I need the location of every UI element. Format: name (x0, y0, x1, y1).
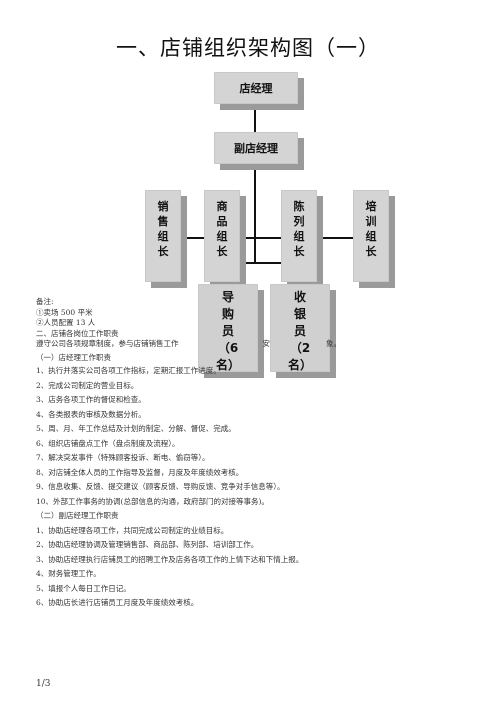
staff-char: 员 (221, 324, 234, 338)
duty-item: 2、完成公司制定的营业目标。 (36, 380, 139, 390)
subsection-title: （二）副店经理工作职责 (36, 511, 119, 520)
intro-part: 象。 (326, 339, 341, 348)
connector-deputy-bus (254, 162, 256, 237)
duty-item: 5、填报个人每日工作日记。 (36, 583, 131, 593)
intro-line: 遵守公司各项规章制度，参与店铺销售工作 安 象。 (36, 339, 341, 350)
notes-body: 备注: ①卖场 500 平米 ②人员配置 13 人 二、店铺各岗位工作职责 遵守… (36, 297, 341, 609)
leader-char: 长 (216, 245, 228, 258)
staff-box-cashier: 收 银 员 （2 名） (270, 284, 330, 372)
leader-char: 售 (157, 215, 169, 228)
page-title: 一、店铺组织架构图（一） (116, 36, 380, 60)
leader-char: 销 (157, 200, 169, 213)
remark-item: ①卖场 500 平米 (36, 307, 93, 317)
leader-char: 组 (365, 230, 377, 243)
leader-box-display: 陈 列 组 长 (281, 190, 317, 282)
staff-char: 员 (293, 324, 306, 338)
manager-label: 店经理 (239, 82, 273, 95)
leader-box-sales: 销 售 组 长 (145, 190, 181, 282)
leader-char: 长 (293, 245, 305, 258)
duty-item: 9、信息收集、反馈、提交建议（顾客反馈、导购反馈、竞争对手信息等）。 (36, 482, 285, 491)
duty-item: 3、协助店经理执行店铺员工的招聘工作及店务各项工作的上情下达和下情上报。 (36, 554, 304, 564)
connector-staff-bus (231, 262, 297, 264)
org-chart: 店经理 副店经理 销 售 组 长 商 品 组 长 陈 列 组 长 培 训 组 (145, 72, 389, 372)
leader-char: 组 (157, 230, 169, 243)
manager-box: 店经理 (214, 72, 298, 104)
duty-item: 1、协助店经理各项工作，共同完成公司制定的业绩目标。 (36, 525, 229, 535)
staff-box-guide: 导 购 员 （6 名） (198, 284, 258, 372)
remark-label: 备注: (36, 297, 54, 306)
section-title: 二、店铺各岗位工作职责 (36, 328, 119, 338)
duty-item: 4、各类报表的审核及数据分析。 (36, 409, 146, 419)
staff-char: （2 (289, 341, 311, 355)
staff-char: 购 (221, 307, 234, 321)
duty-item: 6、协助店长进行店铺员工月度及年度绩效考核。 (36, 598, 199, 607)
connector-staff-down (254, 239, 256, 263)
leader-char: 品 (216, 215, 228, 228)
remark-item: ②人员配置 13 人 (36, 318, 96, 327)
duty-item: 6、组织店铺盘点工作（盘点制度及流程）。 (36, 438, 180, 448)
connector-manager-deputy (254, 100, 256, 133)
duty-item: 8、对店铺全体人员的工作指导及监督，月度及年度绩效考核。 (36, 467, 244, 477)
intro-part: 遵守公司各项规章制度，参与店铺销售工作 (36, 339, 179, 348)
leader-char: 长 (365, 245, 377, 258)
deputy-label: 副店经理 (234, 142, 278, 155)
deputy-box: 副店经理 (214, 132, 298, 164)
staff-char: 名） (287, 358, 312, 372)
staff-char: 银 (293, 307, 306, 321)
staff-char: 导 (221, 290, 234, 304)
connector-leader-bus (162, 237, 372, 239)
duty-item: 4、财务管理工作。 (36, 569, 101, 578)
leader-char: 商 (216, 200, 228, 213)
duty-item: 3、店务各项工作的督促和检查。 (36, 395, 146, 404)
leader-char: 组 (293, 230, 305, 243)
staff-char: 收 (293, 290, 306, 304)
leader-char: 组 (216, 230, 228, 243)
leader-char: 陈 (293, 200, 305, 213)
staff-char: 名） (215, 358, 240, 372)
leader-char: 培 (365, 200, 377, 213)
leader-box-training: 培 训 组 长 (353, 190, 389, 282)
duty-item: 10、外部工作事务的协调(总部信息的沟通，政府部门的对接等事务)。 (36, 496, 269, 506)
leader-box-merch: 商 品 组 长 (204, 190, 240, 282)
leader-char: 长 (157, 245, 169, 258)
leader-char: 列 (293, 215, 305, 228)
duty-item: 1、执行并落实公司各项工作指标，定期汇报工作进度。 (36, 366, 221, 375)
duty-item: 5、周、月、年工作总结及计划的制定、分解、督促、完成。 (36, 424, 236, 433)
staff-char: （6 (217, 341, 239, 355)
duty-item: 2、协助店经理协调及管理销售部、商品部、陈列部、培训部工作。 (36, 540, 259, 549)
intro-part: 安 (262, 339, 271, 348)
page-number: 1/3 (36, 679, 51, 689)
duty-item: 7、解决突发事件（特殊顾客投诉、断电、偷窃等）。 (36, 453, 210, 462)
leader-char: 训 (365, 215, 377, 228)
subsection-title: （一）店经理工作职责 (36, 352, 111, 362)
